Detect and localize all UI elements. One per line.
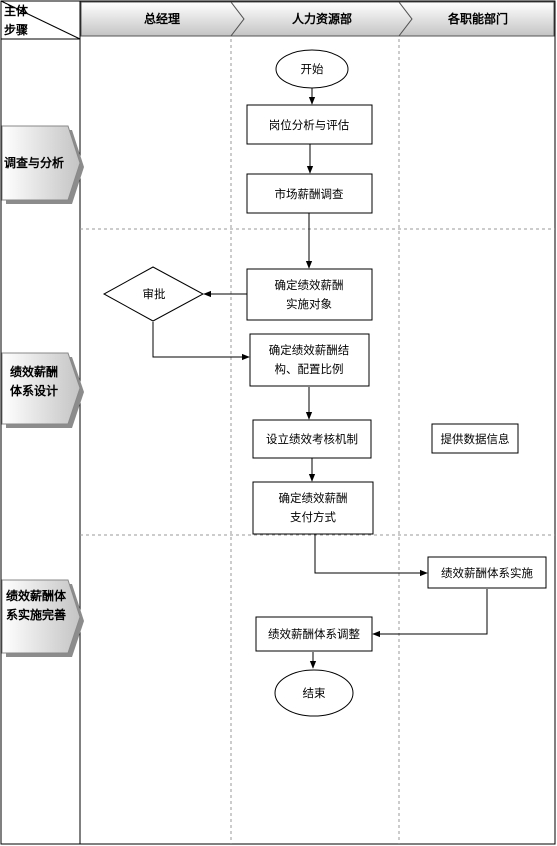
- node-payment-line2: 支付方式: [290, 510, 336, 524]
- column-header-shape-depts: [397, 1, 555, 37]
- node-data-info-label: 提供数据信息: [441, 432, 510, 446]
- node-payment-line1: 确定绩效薪酬: [279, 491, 348, 505]
- connectors: [152, 87, 488, 669]
- stage-label-design-line1: 绩效薪酬: [10, 364, 58, 379]
- column-header-general-manager: 总经理: [144, 11, 180, 26]
- node-determine-objects-line2: 实施对象: [286, 297, 332, 311]
- header-band: 主体 步骤 总经理 人力资源部 各职能部门: [0, 0, 555, 40]
- stage-label-implement-line1: 绩效薪酬体: [6, 588, 67, 603]
- node-implement: 绩效薪酬体系实施: [427, 556, 547, 589]
- corner-top-label: 主体: [4, 3, 29, 18]
- node-implement-label: 绩效薪酬体系实施: [441, 566, 533, 580]
- node-start-label: 开始: [301, 62, 324, 76]
- stage-label-implement-line2: 系实施完善: [6, 607, 66, 622]
- node-job-analysis: 岗位分析与评估: [246, 104, 373, 145]
- node-approve-label: 审批: [143, 287, 166, 301]
- stage-label-survey: 调查与分析: [4, 155, 64, 170]
- stage-chevron-1: 调查与分析: [1, 125, 84, 204]
- stage-chevron-2: 绩效薪酬 体系设计: [1, 352, 84, 428]
- node-adjust-label: 绩效薪酬体系调整: [268, 627, 360, 641]
- node-end: 结束: [274, 669, 354, 717]
- corner-bottom-label: 步骤: [4, 22, 28, 37]
- node-market-survey: 市场薪酬调查: [246, 173, 373, 214]
- node-start: 开始: [275, 49, 349, 89]
- node-job-analysis-label: 岗位分析与评估: [269, 118, 350, 132]
- stage-label-design-line2: 体系设计: [10, 383, 58, 398]
- node-market-survey-label: 市场薪酬调查: [275, 187, 344, 201]
- node-end-label: 结束: [303, 686, 326, 700]
- connector-payment-to-implement: [314, 534, 428, 577]
- corner-diagonal: [0, 0, 81, 40]
- node-determine-objects-line1: 确定绩效薪酬: [275, 278, 344, 292]
- node-assessment: 设立绩效考核机制: [252, 419, 372, 459]
- connector-approve-to-structure: [152, 322, 250, 361]
- node-payment: 确定绩效薪酬 支付方式: [252, 481, 374, 535]
- node-assessment-label: 设立绩效考核机制: [266, 432, 358, 446]
- node-structure-line1: 确定绩效薪酬结: [269, 343, 350, 357]
- node-adjust: 绩效薪酬体系调整: [255, 616, 373, 652]
- node-structure-line2: 构、配置比例: [275, 362, 344, 376]
- node-data-info: 提供数据信息: [431, 423, 519, 454]
- stage-chevron-3: 绩效薪酬体 系实施完善: [1, 579, 84, 657]
- node-structure: 确定绩效薪酬结 构、配置比例: [249, 333, 370, 387]
- column-header-functional-departments: 各职能部门: [447, 11, 508, 26]
- node-approve: 审批: [102, 266, 205, 322]
- column-header-hr-department: 人力资源部: [292, 11, 352, 26]
- node-determine-objects: 确定绩效薪酬 实施对象: [246, 268, 373, 321]
- connector-implement-to-adjust: [372, 589, 488, 638]
